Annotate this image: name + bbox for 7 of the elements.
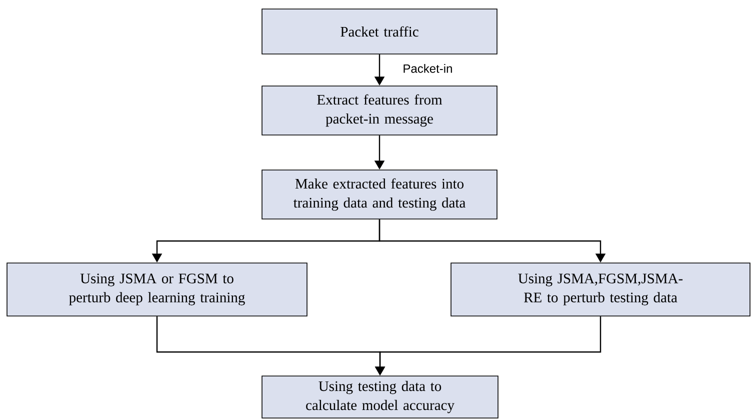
edge-label: Packet-in: [402, 63, 454, 74]
process-box: Packet traffic: [262, 8, 498, 54]
process-box: Using testing data to calculate model accuracy: [262, 376, 498, 418]
process-box: Make extracted features into training data and testing data: [262, 170, 498, 220]
process-box: Using JSMA,FGSM,JSMA-RE to perturb testing data: [450, 262, 750, 316]
process-box: Extract features from packet-in message: [262, 86, 498, 136]
process-box: Using JSMA or FGSM to perturb deep learning training: [6, 262, 308, 316]
